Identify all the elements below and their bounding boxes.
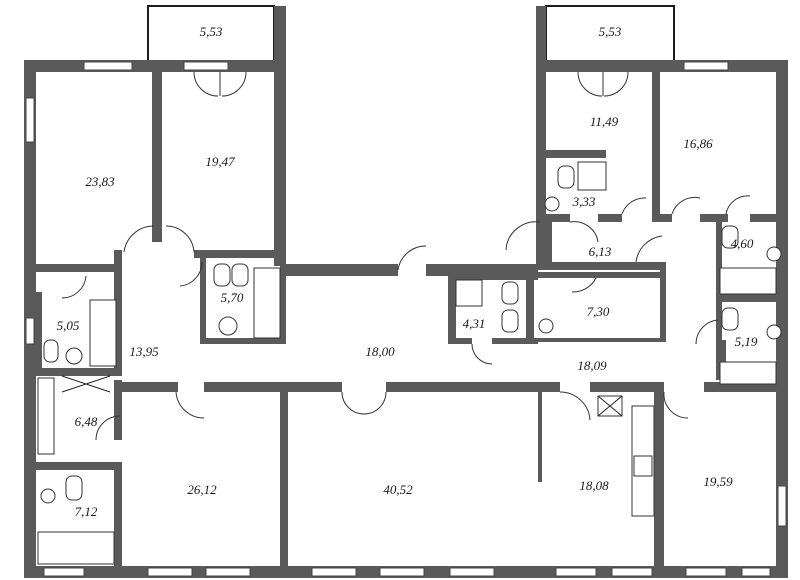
balconies <box>147 5 675 62</box>
area-bedroom-se: 19,59 <box>703 474 733 489</box>
toilet <box>501 309 519 333</box>
area-balcony-left: 5,53 <box>200 24 223 39</box>
sink <box>65 347 83 365</box>
area-wardrobe-west: 6,48 <box>75 414 98 429</box>
area-bath-west: 5,05 <box>57 318 80 333</box>
area-bedroom-sw: 26,12 <box>187 482 217 497</box>
wardrobe <box>37 377 55 455</box>
area-hall-ne: 6,13 <box>589 244 612 259</box>
area-bath-east: 5,19 <box>735 334 758 349</box>
toilet <box>721 307 739 331</box>
area-corridor-center: 18,00 <box>365 344 395 359</box>
toilet <box>213 263 231 287</box>
toilet <box>43 339 59 363</box>
fixtures <box>37 161 782 565</box>
sink <box>766 324 782 340</box>
sink <box>544 196 560 212</box>
bathtub <box>719 267 777 295</box>
sink <box>766 246 782 262</box>
toilet <box>65 475 83 501</box>
area-balcony-right: 5,53 <box>599 24 622 39</box>
windows <box>25 61 787 577</box>
toilet <box>721 225 739 249</box>
toilet <box>231 263 249 287</box>
area-bath-ne: 4,60 <box>731 236 754 251</box>
area-kitchen: 18,08 <box>579 478 609 493</box>
area-bedroom-nw: 23,83 <box>85 174 115 189</box>
cooktop <box>633 455 653 477</box>
area-corridor-east: 18,09 <box>577 358 607 373</box>
shower <box>577 161 607 191</box>
sink <box>218 316 238 336</box>
toilet <box>501 281 519 305</box>
sink <box>538 318 554 334</box>
area-storage-center: 7,30 <box>587 304 610 319</box>
shower <box>455 279 483 307</box>
area-room-ne-small: 11,49 <box>590 114 619 129</box>
area-hall-west: 13,95 <box>129 344 159 359</box>
area-bedroom-n: 19,47 <box>205 154 235 169</box>
area-labels: 5,53 5,53 23,83 19,47 11,49 16,86 5,70 3… <box>57 24 758 519</box>
area-bedroom-ne: 16,86 <box>683 136 713 151</box>
bathtub <box>253 267 281 339</box>
area-bath-center: 4,31 <box>463 316 486 331</box>
bathtub <box>37 531 115 565</box>
area-bath-sw: 7,12 <box>75 504 98 519</box>
bathtub <box>89 299 117 367</box>
area-bath-mid-left: 5,70 <box>221 290 244 305</box>
bathtub <box>719 361 777 385</box>
toilet <box>557 165 575 189</box>
area-living-room: 40,52 <box>383 482 413 497</box>
area-bath-small-ne: 3,33 <box>572 194 596 209</box>
doors <box>61 71 751 441</box>
sink <box>40 488 56 504</box>
